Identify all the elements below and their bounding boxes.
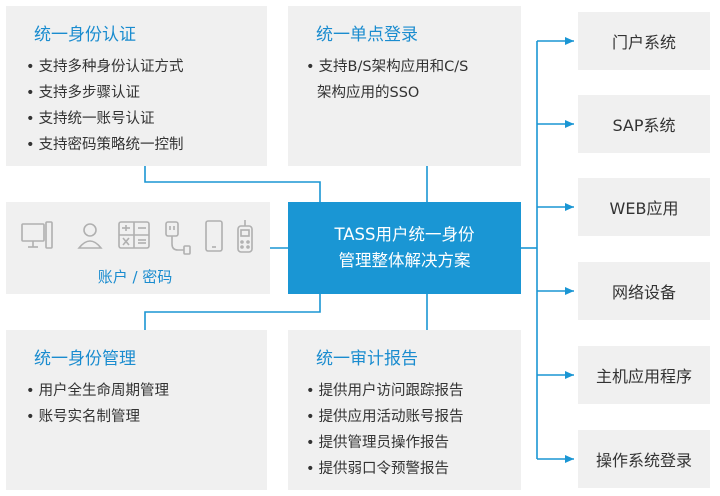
center-line-1: TASS用户统一身份 [334,225,475,244]
system-sap: SAP系统 [578,95,710,153]
sso-box: 统一单点登录 支持B/S架构应用和C/S 架构应用的SSO [288,6,521,166]
list-item: 支持多种身份认证方式 [26,54,184,80]
solution-center-box: TASS用户统一身份 管理整体解决方案 [288,202,521,294]
list-item: 用户全生命周期管理 [26,378,170,404]
usb-key-icon [165,221,191,255]
auth-title: 统一身份认证 [34,25,136,45]
system-web-app: WEB应用 [578,178,710,236]
list-item: 提供用户访问跟踪报告 [306,378,464,404]
account-label: 账户 / 密码 [97,268,173,286]
list-item: 架构应用的SSO [317,85,420,101]
list-item: 提供管理员操作报告 [306,430,464,456]
auth-list: 支持多种身份认证方式 支持多步骤认证 支持统一账号认证 支持密码策略统一控制 [26,54,184,158]
auth-box: 统一身份认证 支持多种身份认证方式 支持多步骤认证 支持统一账号认证 支持密码策… [6,6,267,166]
system-host-app: 主机应用程序 [578,346,710,404]
center-line-2: 管理整体解决方案 [338,251,471,270]
list-item: 支持密码策略统一控制 [26,132,184,158]
list-item: 支持多步骤认证 [26,80,184,106]
mobile-phone-icon [205,220,223,252]
audit-list: 提供用户访问跟踪报告 提供应用活动账号报告 提供管理员操作报告 提供弱口令预警报… [306,378,464,482]
system-portal: 门户系统 [578,12,710,70]
user-icon [77,223,103,249]
system-network-device: 网络设备 [578,262,710,320]
sso-title: 统一单点登录 [316,25,418,45]
mgmt-list: 用户全生命周期管理 账号实名制管理 [26,378,170,430]
list-item: 提供应用活动账号报告 [306,404,464,430]
list-item: 提供弱口令预警报告 [306,456,464,482]
audit-title: 统一审计报告 [316,349,418,369]
audit-box: 统一审计报告 提供用户访问跟踪报告 提供应用活动账号报告 提供管理员操作报告 提… [288,330,521,490]
sso-list: 支持B/S架构应用和C/S 架构应用的SSO [306,54,468,106]
device-icons [21,220,253,255]
list-item: 支持统一账号认证 [26,106,184,132]
token-device-icon [237,220,253,253]
system-os-login: 操作系统登录 [578,430,710,488]
list-item: 支持B/S架构应用和C/S [306,54,469,80]
mgmt-box: 统一身份管理 用户全生命周期管理 账号实名制管理 [6,330,267,490]
desktop-computer-icon [21,221,53,249]
mgmt-title: 统一身份管理 [34,349,136,369]
calculator-icon [118,221,150,249]
list-item: 账号实名制管理 [26,404,169,430]
